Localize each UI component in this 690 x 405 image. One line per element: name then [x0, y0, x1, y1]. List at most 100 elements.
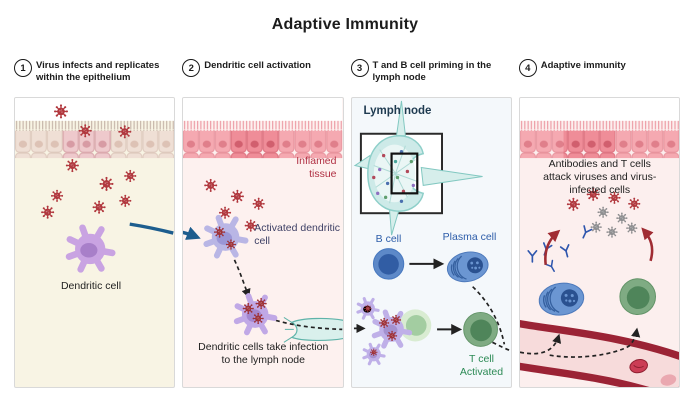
- step-number-badge: 3: [350, 59, 369, 77]
- figure-title: Adaptive Immunity: [271, 16, 419, 33]
- virus-icon: [65, 158, 80, 173]
- virus-icon: [204, 178, 218, 193]
- panel-virus-infects-epithelium: Dendritic cell: [14, 97, 176, 388]
- step-header-1: 1 Virus infects and replicates within th…: [14, 58, 175, 85]
- cilia: [15, 120, 175, 132]
- dashed-path-tcell-out: [491, 341, 511, 352]
- t-cell-priming-row: [355, 297, 498, 366]
- virus-icon: [627, 197, 641, 211]
- neutralized-virus-icon: [605, 226, 618, 239]
- inflamed-epithelium-band: [183, 120, 343, 159]
- antibodies-attack-label: Antibodies and T cells attack viruses an…: [543, 158, 657, 197]
- step-label: T and B cell priming in the lymph node: [372, 60, 492, 84]
- attack-arrow-left: [543, 229, 561, 266]
- panel-dendritic-cell-activation: Inflamed tissue Activated dendritic cell…: [182, 97, 344, 388]
- antibody-icon: [559, 244, 573, 259]
- virus-icon: [566, 197, 581, 212]
- step-number-badge: 4: [518, 59, 537, 77]
- antibody-icon: [527, 250, 538, 263]
- step-number-badge: 2: [182, 59, 201, 77]
- panel-t-b-cell-priming: Lymph node B cell Plasma cell T cell Act…: [350, 97, 512, 388]
- neutralized-virus-icon: [615, 212, 628, 225]
- b-cell-label: B cell: [375, 233, 402, 245]
- t-cell-activated-label: T cell Activated: [448, 353, 511, 379]
- step-headers: 1 Virus infects and replicates within th…: [14, 58, 680, 85]
- dashed-arrow-to-plasma: [519, 333, 561, 355]
- virus-icon: [378, 317, 390, 329]
- activated-t-cell-icon: [619, 278, 656, 315]
- airway-lumen: [183, 98, 343, 121]
- lymphatic-vessel: [283, 317, 343, 343]
- naive-t-cell-icon: [398, 309, 431, 342]
- virus-icon: [99, 176, 114, 192]
- step-header-2: 2 Dendritic cell activation: [182, 58, 343, 85]
- step-label: Adaptive immunity: [540, 60, 626, 71]
- b-cell-icon: [372, 248, 404, 280]
- panel-adaptive-immunity: Antibodies and T cells attack viruses an…: [518, 97, 680, 388]
- airway-lumen: [15, 98, 175, 121]
- epithelium-band: [15, 120, 175, 159]
- panel4-illustration: [519, 98, 679, 387]
- step-label: Dendritic cell activation: [204, 60, 311, 71]
- neutralized-virus-icon: [596, 206, 609, 219]
- step-header-4: 4 Adaptive immunity: [518, 58, 680, 85]
- cilia: [519, 120, 679, 132]
- infected-epithelial-cells: [62, 130, 111, 159]
- t-cell-state-line: Activated: [459, 366, 504, 379]
- activated-dendritic-cell: [207, 218, 246, 256]
- dendritic-cell-icon: [237, 296, 275, 332]
- lymph-vessel-tube: [290, 317, 343, 342]
- dashed-path-plasma-out: [471, 286, 505, 345]
- virus-icon: [386, 330, 397, 342]
- inflamed-tissue-label: Inflamed tissue: [296, 155, 337, 181]
- migration-arrow-tail: [129, 222, 174, 235]
- zoom-region-box: [389, 152, 418, 195]
- step-number-badge: 1: [14, 59, 32, 77]
- virus-icon: [255, 297, 268, 310]
- blood-vessel: [519, 319, 679, 387]
- red-blood-cell-crease: [633, 364, 644, 368]
- neutralized-virus-icon: [589, 221, 602, 234]
- step-header-3: 3 T and B cell priming in the lymph node: [350, 58, 512, 85]
- virus-icon: [50, 189, 64, 203]
- virus-icon: [117, 124, 132, 139]
- infected-epithelial-cells: [230, 130, 280, 159]
- take-infection-label: Dendritic cells take infection to the ly…: [198, 341, 329, 367]
- plasma-cell-label: Plasma cell: [442, 231, 497, 243]
- plasma-cell-icon: [443, 247, 491, 286]
- dashed-arrow-to-tcell: [549, 327, 640, 358]
- cilia: [183, 120, 343, 132]
- lymph-vessel-frays: [283, 317, 295, 343]
- virus-icon: [242, 302, 255, 315]
- vessel-lumen: [519, 327, 679, 387]
- virus-icon: [225, 239, 237, 250]
- virus-icon: [390, 314, 401, 326]
- virus-icon: [40, 205, 55, 220]
- virus-icon: [118, 194, 132, 208]
- migration-arrow-head: [183, 226, 202, 240]
- virus-icon: [252, 312, 265, 325]
- dashed-path-to-lymph-node: [276, 319, 343, 331]
- antibody-icon: [578, 225, 593, 241]
- attack-arrow-right: [641, 227, 654, 262]
- virus-icon: [369, 348, 378, 357]
- virus-icon: [363, 304, 372, 313]
- dendritic-cell-icon: [69, 228, 112, 270]
- virus-icon: [213, 226, 226, 239]
- infected-dendritic-cell: [237, 296, 275, 332]
- activated-dendritic-cell-icon: [207, 218, 246, 256]
- virus-icon: [123, 169, 137, 183]
- dashed-arrow-down: [233, 259, 251, 299]
- panel-row: Dendritic cell: [14, 97, 680, 388]
- antibody-icon: [544, 259, 559, 274]
- plasma-cell-icon: [536, 279, 587, 319]
- panel1-illustration: [15, 98, 175, 387]
- t-cell-label-line: T cell: [469, 353, 494, 365]
- virus-icon: [92, 200, 106, 215]
- activated-dendritic-cell-label: Activated dendritic cell: [254, 222, 341, 248]
- red-blood-cell: [629, 359, 648, 374]
- lymph-node-cells-dots: [371, 149, 415, 203]
- dendritic-cell-label: Dendritic cell: [60, 280, 122, 292]
- lymph-node-diagram: [353, 100, 483, 236]
